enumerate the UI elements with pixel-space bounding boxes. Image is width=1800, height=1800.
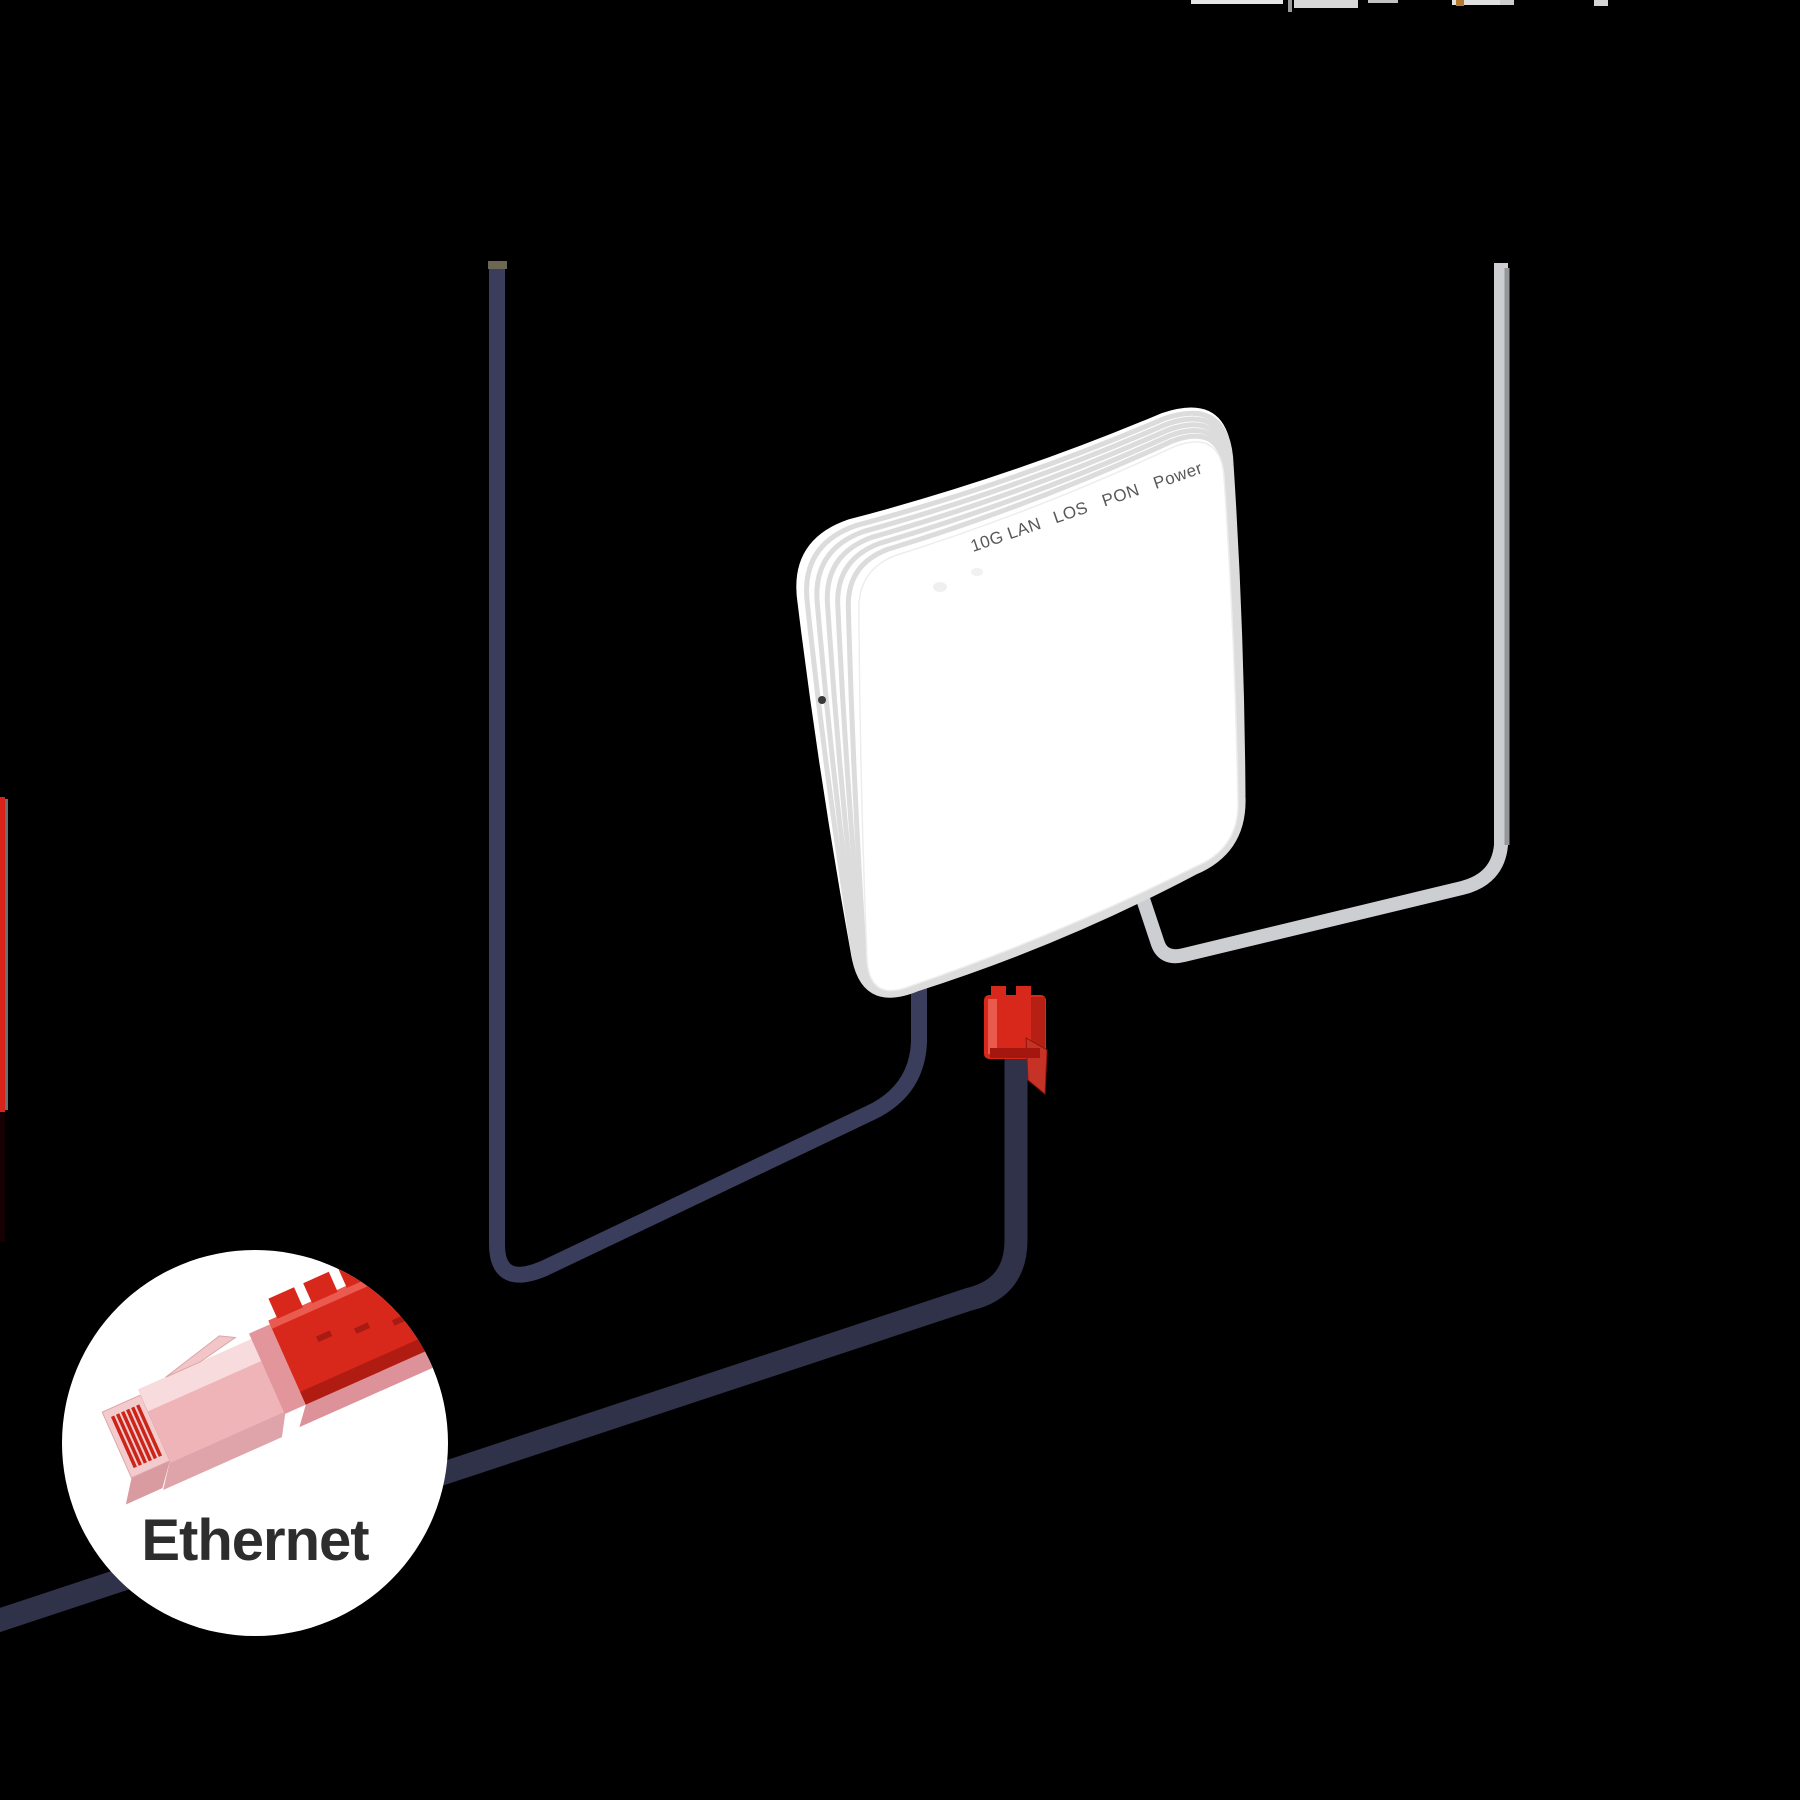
red-bar	[0, 797, 5, 1112]
plug-pins	[110, 1404, 163, 1469]
lan-cable-navy-left	[489, 266, 927, 1283]
plug-tip-underside	[125, 1460, 170, 1505]
power-cable-gray	[1133, 263, 1508, 964]
plug-shade	[1031, 997, 1045, 1057]
face-reflection	[933, 582, 947, 592]
device-vent-shells	[796, 407, 1246, 998]
plug-collar	[248, 1323, 307, 1414]
ethernet-callout-label: Ethernet	[141, 1508, 369, 1573]
cropped-fragment	[1288, 0, 1292, 12]
plug-head-underside	[163, 1409, 286, 1491]
ethernet-plug-red	[984, 986, 1048, 1096]
reset-hole	[818, 696, 826, 704]
plug-boot-bottom-facet	[300, 1323, 448, 1405]
plug-boot-underside	[299, 1336, 448, 1428]
device-front-face	[858, 441, 1239, 992]
plug-head	[138, 1337, 287, 1463]
red-bar-dark	[0, 1112, 5, 1242]
plug-clip	[165, 1335, 237, 1378]
cropped-fragment	[1368, 0, 1398, 3]
face-reflection	[971, 568, 983, 576]
ethernet-callout-circle: Ethernet	[62, 1250, 448, 1636]
plug-highlight	[988, 999, 997, 1054]
device-vent-ridge	[845, 433, 1242, 995]
cable-end-cap	[488, 261, 507, 269]
cropped-fragment	[1452, 0, 1514, 5]
cropped-fragment	[1191, 0, 1283, 4]
cropped-fragment-orange	[1456, 0, 1464, 6]
plug-head-top-facet	[138, 1337, 264, 1412]
ethernet-cable-navy	[0, 1050, 1028, 1633]
rj45-plug-illustration	[101, 1250, 448, 1505]
cropped-fragment	[1500, 0, 1514, 5]
cropped-fragment	[1594, 0, 1608, 6]
red-bar-shadow	[5, 799, 8, 1110]
plug-bottom-shadow	[990, 1048, 1040, 1058]
cropped-fragment	[1294, 0, 1358, 8]
